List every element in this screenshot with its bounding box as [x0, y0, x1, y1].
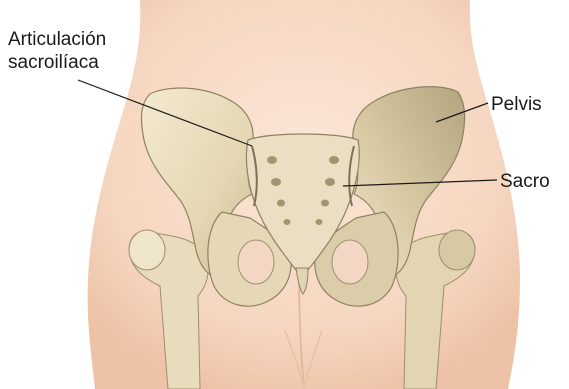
sacroiliac-joint-label-line1: Articulación — [8, 29, 106, 51]
sacrum-label: Sacro — [500, 171, 550, 193]
pelvis-label: Pelvis — [491, 94, 542, 116]
sacroiliac-joint-label-line2: sacroilíaca — [8, 52, 99, 74]
left-obturator-foramen — [238, 240, 274, 284]
right-obturator-foramen — [332, 240, 368, 284]
